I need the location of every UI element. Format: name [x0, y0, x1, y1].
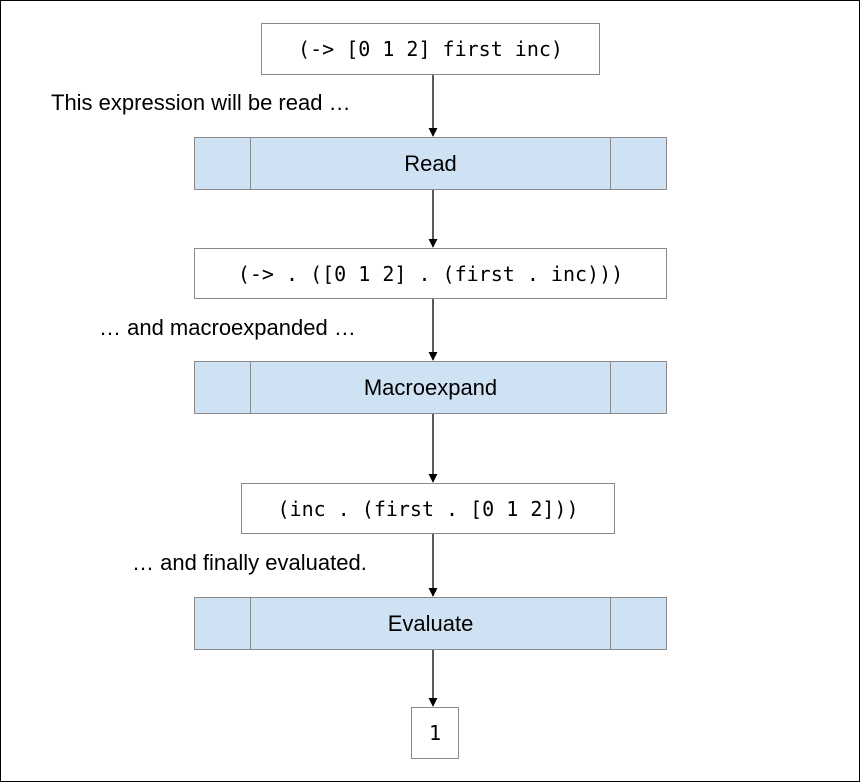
input-expression: (-> [0 1 2] first inc): [298, 37, 563, 61]
evaluate-stage-right-cell: [610, 598, 666, 649]
read-stage-right-cell: [610, 138, 666, 189]
evaluate-stage-left-cell: [195, 598, 251, 649]
macroexpand-stage-label: Macroexpand: [363, 374, 498, 400]
input-expression-box: (-> [0 1 2] first inc): [261, 23, 600, 75]
read-result-box: (-> . ([0 1 2] . (first . inc))): [194, 248, 667, 299]
read-stage-left-cell: [195, 138, 251, 189]
final-result-value: 1: [428, 721, 442, 745]
evaluate-stage-box: Evaluate: [194, 597, 667, 650]
evaluate-stage-label: Evaluate: [387, 610, 474, 636]
expanded-result-expression: (inc . (first . [0 1 2])): [277, 496, 579, 521]
macroexpand-stage-box: Macroexpand: [194, 361, 667, 414]
macroexpand-stage-right-cell: [610, 362, 666, 413]
expanded-result-box: (inc . (first . [0 1 2])): [241, 483, 615, 534]
read-stage-box: Read: [194, 137, 667, 190]
final-result-box: 1: [411, 707, 459, 759]
evaluate-annotation: … and finally evaluated.: [132, 550, 367, 575]
macroexpand-annotation: … and macroexpanded …: [99, 315, 356, 340]
read-stage-label: Read: [404, 150, 457, 176]
macroexpand-stage-left-cell: [195, 362, 251, 413]
read-result-expression: (-> . ([0 1 2] . (first . inc))): [237, 261, 624, 286]
read-annotation: This expression will be read …: [51, 90, 351, 115]
